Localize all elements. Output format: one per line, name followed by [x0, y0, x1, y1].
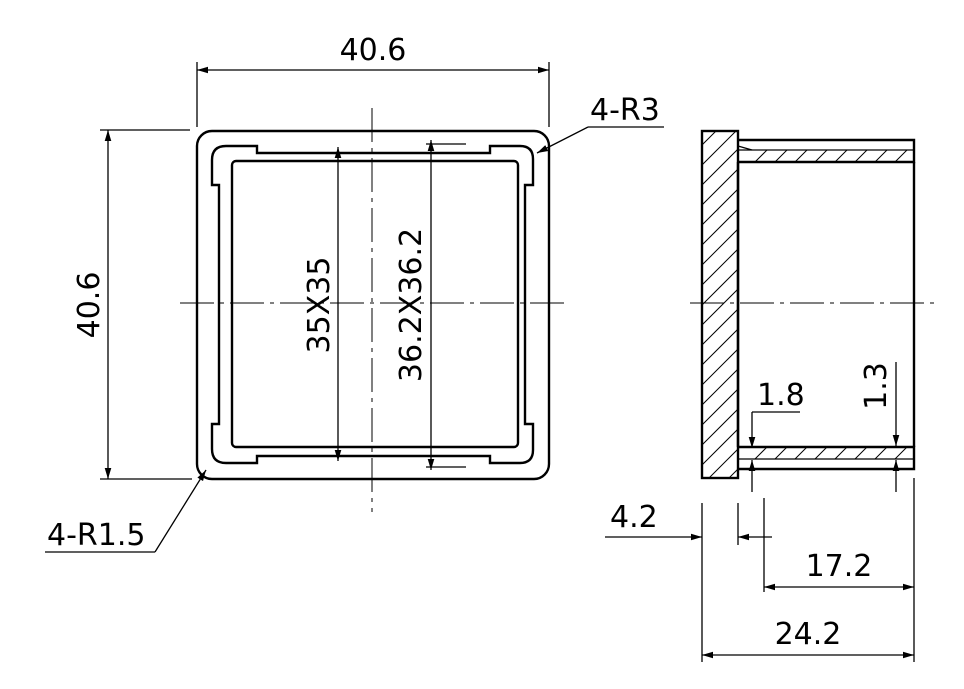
leader-r3 — [536, 126, 589, 154]
bottom-wall-hatching — [754, 447, 908, 459]
dim-width-label: 40.6 — [340, 33, 407, 68]
outer-square — [195, 129, 551, 481]
top-wall-hatching — [754, 150, 908, 162]
inner-notched-profile — [210, 144, 535, 465]
head-hatching — [702, 131, 738, 478]
dim-head-label: 4.2 — [610, 500, 658, 535]
leader-r15 — [154, 469, 207, 553]
top-flange — [738, 138, 916, 164]
bottom-flange — [738, 445, 916, 471]
inner-square — [230, 159, 520, 449]
dim-wall-label: 1.8 — [757, 378, 805, 413]
front-view: 40.6 40.6 35X35 36.2X36.2 4-R3 4-R1.5 — [45, 33, 664, 553]
radius-inner-label: 4-R3 — [590, 93, 660, 128]
dim-total-label: 24.2 — [775, 617, 842, 652]
head-section — [700, 129, 740, 480]
dim-lip-label: 1.3 — [859, 362, 894, 410]
side-view: 1.8 1.3 4.2 17.2 24.2 — [605, 129, 935, 662]
top-flange-step-2 — [737, 145, 753, 151]
dim-outer-inner-label: 36.2X36.2 — [394, 228, 429, 382]
dim-insert-label: 17.2 — [806, 549, 873, 584]
radius-outer-label: 4-R1.5 — [47, 518, 145, 553]
dim-inner-label: 35X35 — [302, 257, 337, 354]
dim-height-label: 40.6 — [72, 272, 107, 339]
